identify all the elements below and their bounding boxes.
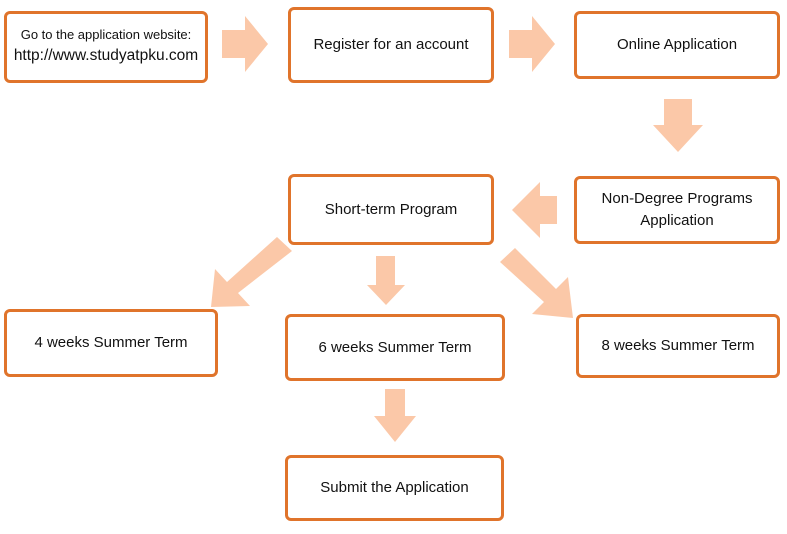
register-label: Register for an account [313,36,469,54]
eight-weeks-label: 8 weeks Summer Term [601,337,755,355]
step-6-weeks: 6 weeks Summer Term [285,314,505,381]
non-degree-label-line2: Application [640,212,714,229]
online-application-label: Online Application [616,36,738,54]
four-weeks-label: 4 weeks Summer Term [34,334,188,352]
arrow-right-2 [509,16,555,72]
submit-label: Submit the Application [320,479,469,497]
arrow-left-1 [512,182,557,238]
arrow-down-1 [653,99,703,152]
six-weeks-label: 6 weeks Summer Term [318,338,472,356]
step-4-weeks: 4 weeks Summer Term [4,309,218,377]
arrow-diag-left [211,237,292,307]
step-non-degree-application: Non-Degree Programs Application [574,176,780,244]
short-term-label: Short-term Program [324,200,458,218]
arrow-down-3 [374,389,416,442]
step-submit: Submit the Application [285,455,504,521]
website-url: http://www.studyatpku.com [13,47,199,65]
non-degree-label-line1: Non-Degree Programs [601,190,753,208]
step-online-application: Online Application [574,11,780,79]
website-instruction: Go to the application website: [20,27,192,43]
step-register: Register for an account [288,7,494,83]
arrow-diag-right [500,248,573,318]
step-website: Go to the application website: http://ww… [4,11,208,83]
step-8-weeks: 8 weeks Summer Term [576,314,780,378]
step-short-term-program: Short-term Program [288,174,494,245]
arrow-down-2 [367,256,405,305]
arrow-right-1 [222,16,268,72]
